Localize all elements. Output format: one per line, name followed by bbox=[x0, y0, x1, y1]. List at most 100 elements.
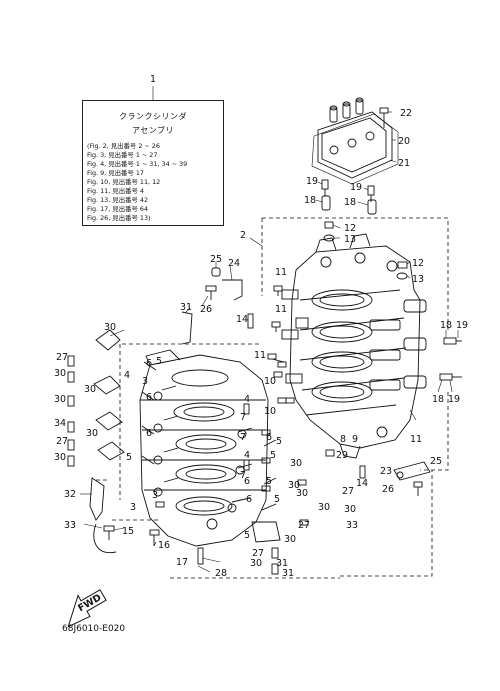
note-line: Fig. 13, 見出番号 42 bbox=[87, 196, 149, 204]
note-line: Fig. 3, 見出番号 1 ~ 27 bbox=[87, 151, 158, 159]
callout: 30 bbox=[86, 428, 98, 439]
callout: 23 bbox=[380, 466, 392, 477]
assembly-outline bbox=[96, 217, 449, 579]
callout: 27 bbox=[298, 520, 310, 531]
crankcase-block bbox=[281, 233, 427, 459]
note-line: Fig. 4, 見出番号 1 ~ 31, 34 ~ 39 bbox=[87, 160, 188, 168]
callout: 19 bbox=[456, 320, 468, 331]
cylinder-block bbox=[139, 349, 269, 547]
callout: 4 bbox=[244, 394, 250, 405]
callout: 8 bbox=[340, 434, 346, 445]
callout: 7 bbox=[240, 412, 246, 423]
callout: 30 bbox=[84, 384, 96, 395]
callout: 27 bbox=[56, 436, 68, 447]
callout: 18 bbox=[344, 197, 356, 208]
callout: 5 bbox=[244, 530, 250, 541]
callout: 1 bbox=[150, 74, 156, 85]
callout: 21 bbox=[398, 158, 410, 169]
note-line: Fig. 10, 見出番号 11, 12 bbox=[87, 178, 161, 186]
callout: 34 bbox=[54, 418, 66, 429]
callout: 6 bbox=[246, 494, 252, 505]
callout: 27 bbox=[56, 352, 68, 363]
head-cover-plate bbox=[311, 97, 399, 185]
callout: 7 bbox=[240, 470, 246, 481]
callout: 13 bbox=[344, 234, 356, 245]
callout: 28 bbox=[215, 568, 227, 579]
callout: 6 bbox=[146, 428, 152, 439]
callout: 11 bbox=[410, 434, 422, 445]
small-parts bbox=[67, 179, 462, 575]
callout: 33 bbox=[64, 520, 76, 531]
callout: 18 bbox=[440, 320, 452, 331]
callout: 15 bbox=[122, 526, 134, 537]
callout: 6 bbox=[146, 392, 152, 403]
callout: 5 bbox=[156, 356, 162, 367]
callout: 30 bbox=[284, 534, 296, 545]
callout: 26 bbox=[382, 484, 394, 495]
callout: 18 bbox=[432, 394, 444, 405]
callout: 6 bbox=[266, 432, 272, 443]
callout: 7 bbox=[240, 432, 246, 443]
callout: 17 bbox=[176, 557, 188, 568]
callout: 20 bbox=[398, 136, 410, 147]
callout: 3 bbox=[130, 502, 136, 513]
callout: 27 bbox=[342, 486, 354, 497]
callout: 32 bbox=[64, 489, 76, 500]
callout: 6 bbox=[146, 358, 152, 369]
note-line: (Fig. 2, 見出番号 2 ~ 26 bbox=[87, 142, 160, 150]
callout: 5 bbox=[274, 494, 280, 505]
callout: 30 bbox=[344, 504, 356, 515]
callout: 4 bbox=[244, 450, 250, 461]
callout: 5 bbox=[126, 452, 132, 463]
callout: 30 bbox=[290, 458, 302, 469]
callout: 6 bbox=[244, 476, 250, 487]
callout: 30 bbox=[296, 488, 308, 499]
callout: 29 bbox=[336, 450, 348, 461]
callout: 10 bbox=[264, 406, 276, 417]
callout: 33 bbox=[346, 520, 358, 531]
callout: 30 bbox=[54, 394, 66, 405]
note-line: Fig. 9, 見出番号 17 bbox=[87, 169, 144, 177]
callout: 3 bbox=[152, 490, 158, 501]
callout: 14 bbox=[236, 314, 248, 325]
callout: 30 bbox=[104, 322, 116, 333]
callout: 5 bbox=[266, 476, 272, 487]
callout: 3 bbox=[142, 376, 148, 387]
note-line: Fig. 11, 見出番号 4 bbox=[87, 187, 144, 195]
callout: 30 bbox=[250, 558, 262, 569]
callout: 25 bbox=[210, 254, 222, 265]
callout: 26 bbox=[200, 304, 212, 315]
callout: 31 bbox=[282, 568, 294, 579]
note-title-line2: アセンブリ bbox=[131, 126, 175, 135]
callout: 14 bbox=[356, 478, 368, 489]
callout: 12 bbox=[344, 223, 356, 234]
callout: 16 bbox=[158, 540, 170, 551]
callout: 31 bbox=[180, 302, 192, 313]
callout: 11 bbox=[254, 350, 266, 361]
assembly-note-box: クランクシリンダ アセンブリ (Fig. 2, 見出番号 2 ~ 26 Fig.… bbox=[82, 100, 224, 226]
callout: 30 bbox=[54, 452, 66, 463]
note-line: Fig. 17, 見出番号 64 bbox=[87, 205, 149, 213]
callout: 13 bbox=[412, 274, 424, 285]
callout: 19 bbox=[306, 176, 318, 187]
callout: 30 bbox=[318, 502, 330, 513]
diagram-code: 68J6010-E020 bbox=[62, 624, 126, 634]
callout: 5 bbox=[276, 436, 282, 447]
callout-numbers: 1 22 20 21 19 19 18 18 12 13 12 13 2 25 … bbox=[54, 74, 468, 579]
note-line: Fig. 26, 見出番号 13) bbox=[87, 214, 151, 222]
callout: 5 bbox=[270, 450, 276, 461]
note-title-line1: クランクシリンダ bbox=[119, 112, 187, 121]
callout: 4 bbox=[124, 370, 130, 381]
callout: 9 bbox=[352, 434, 358, 445]
callout: 25 bbox=[430, 456, 442, 467]
callout: 2 bbox=[240, 230, 246, 241]
callout: 19 bbox=[448, 394, 460, 405]
fwd-arrow-icon: FWD bbox=[67, 589, 107, 628]
callout: 24 bbox=[228, 258, 240, 269]
callout: 18 bbox=[304, 195, 316, 206]
callout: 11 bbox=[275, 267, 287, 278]
callout: 31 bbox=[276, 558, 288, 569]
leader-lines bbox=[80, 86, 459, 573]
